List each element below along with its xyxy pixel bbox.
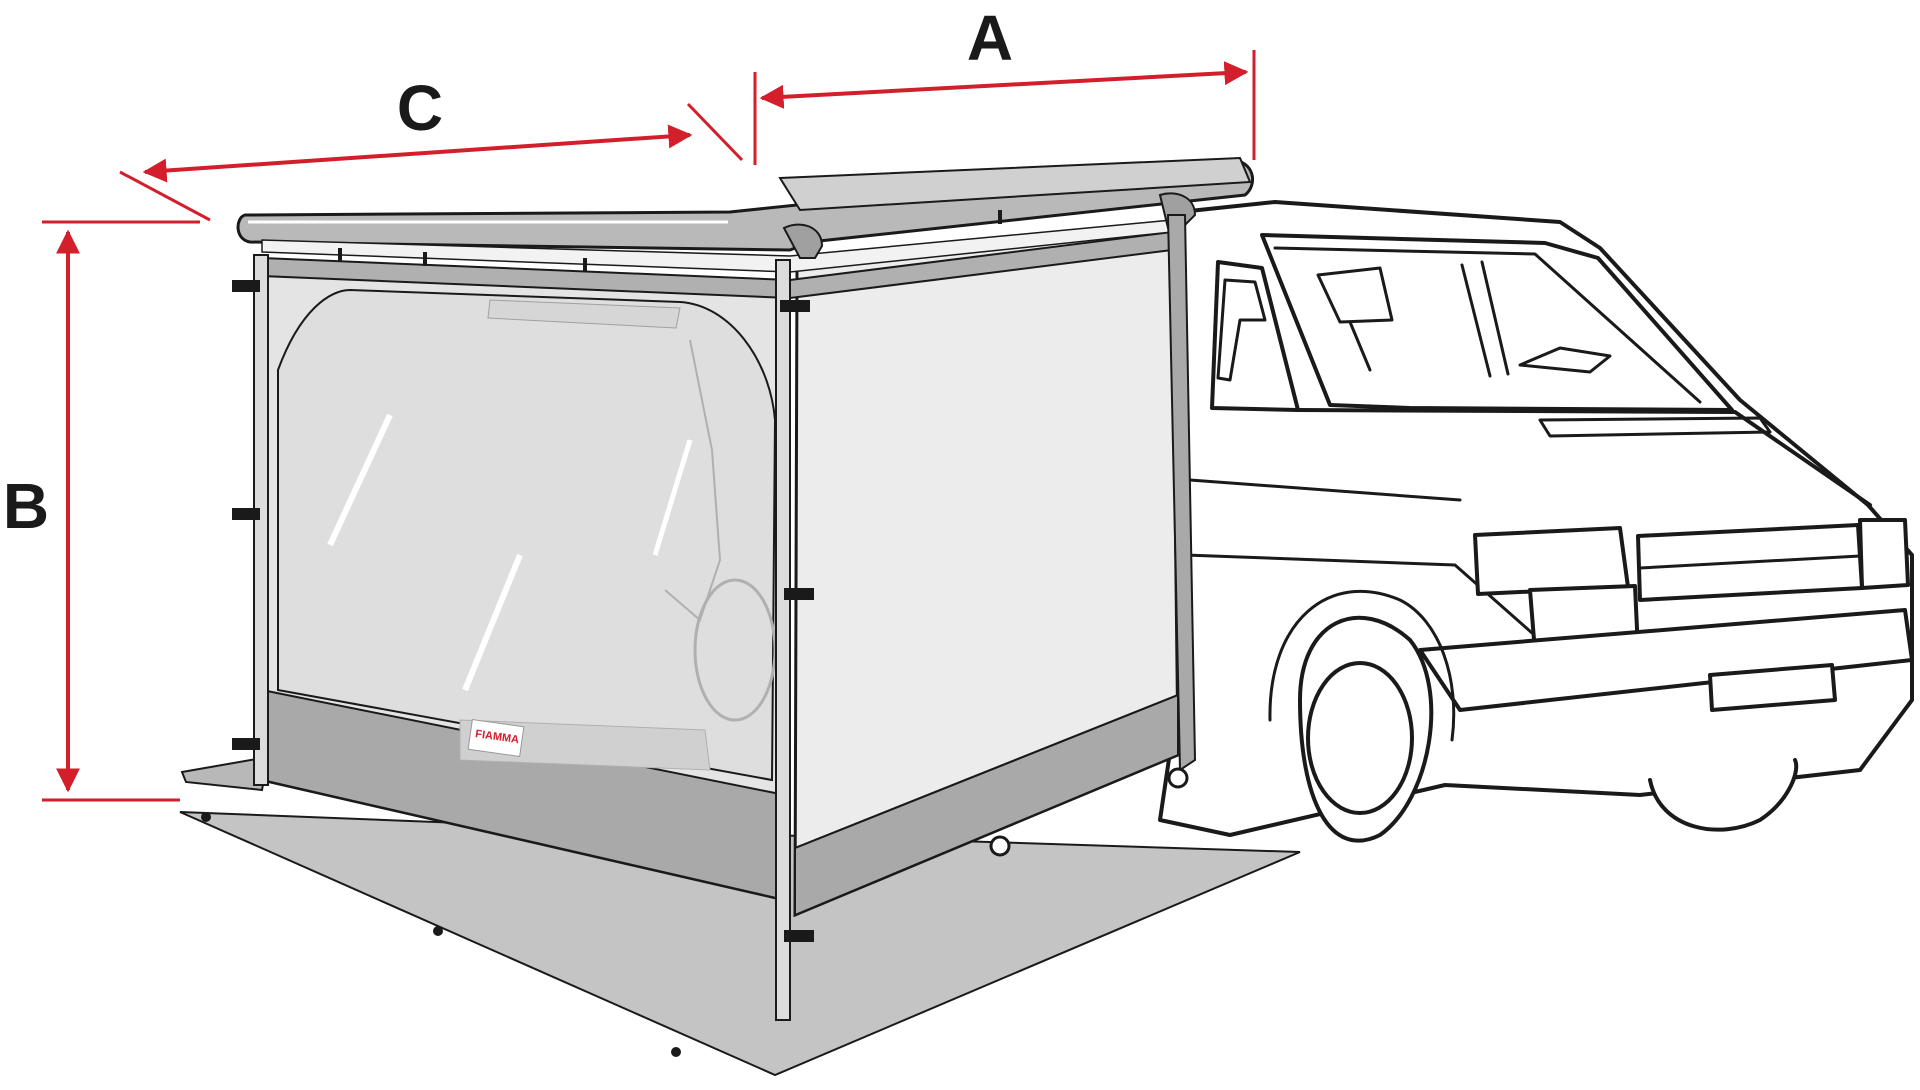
left-support-leg [232,254,269,786]
dimension-a-label: A [967,2,1013,74]
dimension-c-label: C [397,72,443,144]
camper-van [1158,200,1914,843]
van-side-rail [989,214,1197,857]
fiamma-logo-sticker: FIAMMA [467,718,525,758]
dimension-b-label: B [3,470,49,542]
dimension-b: B [3,220,200,802]
awning-case [236,156,1254,273]
dimension-c: C [119,72,744,222]
dimension-a: A [753,2,1256,165]
front-window [277,288,777,782]
center-support-leg [775,259,814,1021]
awning-room: FIAMMA [232,156,1254,1021]
